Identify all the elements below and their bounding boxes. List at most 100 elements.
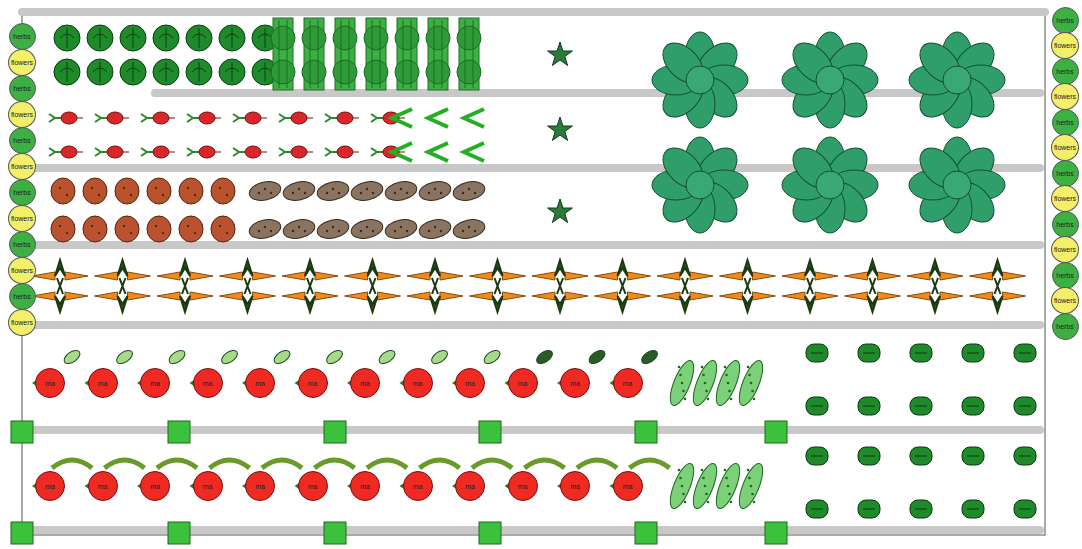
brown-potato xyxy=(281,179,316,203)
bean xyxy=(428,143,448,161)
plant-label: flowers xyxy=(11,319,33,326)
plant-label: ma xyxy=(518,380,528,387)
pepper-line xyxy=(967,353,979,354)
potato-eye xyxy=(123,187,125,189)
cucumber-dot xyxy=(702,477,705,480)
potato-eye xyxy=(219,225,221,227)
border-plant: herbs xyxy=(1052,211,1079,238)
cucumber-dot xyxy=(750,382,753,385)
carrot xyxy=(503,292,526,300)
radish-leaf xyxy=(279,148,291,156)
cabbage xyxy=(54,25,80,51)
trellis-post xyxy=(479,522,501,544)
cabbage-vein xyxy=(60,28,74,48)
radish-leaf xyxy=(371,148,383,156)
plant-label: herbs xyxy=(13,189,31,196)
tomato-plant: ma xyxy=(88,471,118,501)
potato-eye xyxy=(434,226,436,228)
tomato-companion xyxy=(429,348,449,367)
carrot xyxy=(128,272,151,280)
border-plant: flowers xyxy=(8,101,36,128)
potato-eye xyxy=(98,232,100,234)
carrot xyxy=(315,292,338,300)
pepper xyxy=(910,344,932,362)
carrot xyxy=(315,272,338,280)
cucumber-dot xyxy=(730,398,733,401)
cucumber-dot xyxy=(730,501,733,504)
carrot xyxy=(815,292,838,300)
tomato-plant: ma xyxy=(193,471,223,501)
plant-label: ma xyxy=(203,380,213,387)
tomato-companion xyxy=(272,348,292,367)
border-plant: flowers xyxy=(1051,32,1079,59)
brown-potato xyxy=(349,217,384,241)
plant-label: herbs xyxy=(13,137,31,144)
red-potato xyxy=(179,178,203,204)
cucumber-dot xyxy=(748,477,751,480)
pea-pod xyxy=(105,460,145,468)
plant-label: herbs xyxy=(1056,68,1074,75)
brown-potato xyxy=(315,217,350,241)
cucumber-dot xyxy=(681,485,684,488)
cabbage xyxy=(219,59,245,85)
potato-eye xyxy=(440,192,442,194)
cucumber-dot xyxy=(725,477,728,480)
cucumber-dot xyxy=(750,485,753,488)
trellis-post xyxy=(11,421,33,443)
radish-leaf xyxy=(49,114,61,122)
cucumber-dot xyxy=(747,469,750,472)
border-plant: herbs xyxy=(1052,7,1079,34)
radish-root xyxy=(215,152,221,153)
carrot-bunch xyxy=(657,260,713,312)
carrot-top xyxy=(743,260,753,312)
radish xyxy=(61,146,77,158)
carrot-top xyxy=(680,260,690,312)
pepper xyxy=(806,344,828,362)
plant-label: ma xyxy=(45,483,55,490)
bean xyxy=(464,109,484,127)
plant-label: ma xyxy=(465,483,475,490)
cabbage xyxy=(153,59,179,85)
pepper xyxy=(1014,500,1036,518)
radish-leaf xyxy=(49,148,61,156)
bean xyxy=(392,143,412,161)
radish-leaf xyxy=(141,114,153,122)
tomato-plant: ma xyxy=(403,368,433,398)
trellis-post xyxy=(765,522,787,544)
border-plant: herbs xyxy=(1052,313,1079,340)
border-plant: flowers xyxy=(8,257,36,284)
cucumber-dot xyxy=(678,366,681,369)
potato-eye xyxy=(434,188,436,190)
red-potato xyxy=(179,216,203,242)
carrot xyxy=(878,292,901,300)
cucumber-dot xyxy=(704,382,707,385)
potato-eye xyxy=(98,194,100,196)
celery-top xyxy=(302,60,326,84)
potato-eye xyxy=(428,192,430,194)
cucumber-dot xyxy=(702,374,705,377)
carrot xyxy=(345,272,368,280)
plant-label: ma xyxy=(518,483,528,490)
cucumber-dot xyxy=(707,501,710,504)
cucumber-dot xyxy=(727,382,730,385)
squash-center xyxy=(816,66,844,94)
cucumber-dot xyxy=(747,366,750,369)
radish-leaf xyxy=(141,148,153,156)
radish-leaf xyxy=(371,114,383,122)
celery-top xyxy=(271,26,295,50)
plant-label: flowers xyxy=(11,267,33,274)
carrot-bunch xyxy=(845,260,901,312)
celery-stripe xyxy=(434,20,435,88)
carrot xyxy=(845,272,868,280)
cucumber-dot xyxy=(701,366,704,369)
brown-potato xyxy=(383,179,418,203)
carrot xyxy=(440,292,463,300)
tomato-plant: ma xyxy=(245,471,275,501)
potato-eye xyxy=(468,226,470,228)
carrot-top xyxy=(55,260,65,312)
bean xyxy=(464,143,484,161)
carrot-bunch xyxy=(32,260,88,312)
tomato-plant: ma xyxy=(350,471,380,501)
tomato-plant: ma xyxy=(403,471,433,501)
carrot xyxy=(253,292,276,300)
